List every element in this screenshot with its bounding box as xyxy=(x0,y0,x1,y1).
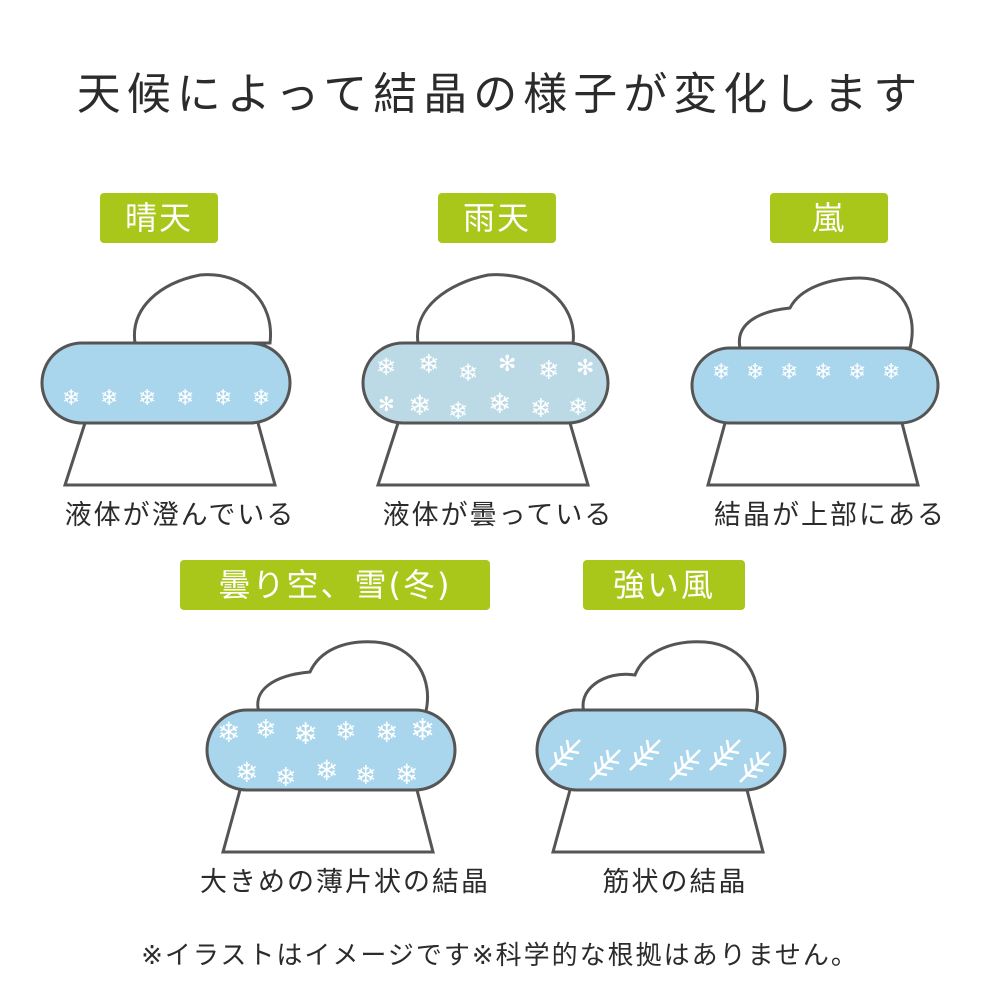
disclaimer-footnote: ※イラストはイメージです※科学的な根拠はありません。 xyxy=(141,941,859,971)
svg-text:❄: ❄ xyxy=(376,353,396,381)
panel-caption: 大きめの薄片状の結晶 xyxy=(200,867,490,898)
panel-sunny: 晴天 ❄ ❄ ❄ ❄ ❄ ❄ 液体が澄んでいる xyxy=(30,193,330,533)
svg-text:❄: ❄ xyxy=(293,717,318,752)
weather-badge-storm: 嵐 xyxy=(770,193,888,243)
storm-glass-illustration: ❄ ❄ ❄ ❄ ❄ ❄ xyxy=(690,276,940,487)
panel-caption: 液体が曇っている xyxy=(382,500,614,531)
weather-badge-sunny: 晴天 xyxy=(100,193,218,243)
storm-glass-illustration xyxy=(535,640,787,854)
svg-text:❄: ❄ xyxy=(255,715,277,745)
svg-text:❄: ❄ xyxy=(746,360,764,385)
storm-glass-illustration: ❄ ❄ ❄ ❄ ❄ ❄ xyxy=(40,273,292,487)
svg-text:❄: ❄ xyxy=(448,397,468,425)
snowflake-icon: ❄ ❄ ❄ ✻ ❄ ✻ ✻ ❄ ❄ ❄ ❄ ❄ xyxy=(376,350,594,425)
svg-text:❄: ❄ xyxy=(62,386,80,411)
storm-glass-illustration: ❄ ❄ ❄ ✻ ❄ ✻ ✻ ❄ ❄ ❄ ❄ ❄ xyxy=(361,273,610,487)
svg-text:❄: ❄ xyxy=(395,758,418,791)
svg-text:❄: ❄ xyxy=(375,716,398,749)
svg-text:✻: ✻ xyxy=(378,392,395,416)
svg-text:❄: ❄ xyxy=(780,360,798,385)
feather-crystal-icon xyxy=(549,739,771,783)
svg-text:❄: ❄ xyxy=(712,360,730,385)
svg-text:❄: ❄ xyxy=(538,356,560,386)
svg-text:❄: ❄ xyxy=(355,761,377,791)
svg-text:❄: ❄ xyxy=(100,386,118,411)
svg-text:❄: ❄ xyxy=(408,389,431,422)
svg-text:❄: ❄ xyxy=(530,394,552,424)
svg-text:❄: ❄ xyxy=(568,393,588,421)
panel-caption: 筋状の結晶 xyxy=(602,867,748,898)
svg-text:❄: ❄ xyxy=(848,360,866,385)
svg-text:❄: ❄ xyxy=(315,754,338,787)
svg-text:❄: ❄ xyxy=(252,386,270,411)
panel-storm: 嵐 ❄ ❄ ❄ ❄ ❄ ❄ 結晶が上部にある xyxy=(680,193,980,533)
svg-text:❄: ❄ xyxy=(418,350,440,380)
snowflake-icon: ❄ ❄ ❄ ❄ ❄ ❄ xyxy=(712,360,900,385)
svg-text:❄: ❄ xyxy=(458,359,478,387)
svg-text:❄: ❄ xyxy=(410,713,435,748)
panel-rainy: 雨天 ❄ ❄ ❄ ✻ ❄ ✻ ✻ ❄ ❄ ❄ ❄ ❄ 液体が曇っている xyxy=(348,193,648,533)
storm-glass-illustration: ❄❄ ❄❄ ❄❄ ❄❄ ❄❄ ❄ xyxy=(205,640,457,854)
weather-badge-strong-wind: 強い風 xyxy=(583,560,745,610)
svg-text:❄: ❄ xyxy=(335,717,357,747)
weather-badge-rainy: 雨天 xyxy=(438,193,556,243)
panel-caption: 液体が澄んでいる xyxy=(64,500,296,531)
snowflake-icon: ❄ ❄ ❄ ❄ ❄ ❄ xyxy=(62,386,270,411)
svg-text:❄: ❄ xyxy=(176,386,194,411)
svg-text:❄: ❄ xyxy=(488,387,511,420)
svg-text:❄: ❄ xyxy=(235,756,258,789)
panel-cloudy-snow: 曇り空、雪(冬) ❄❄ ❄❄ ❄❄ ❄❄ ❄❄ ❄ 大きめの薄片状の結晶 xyxy=(180,560,495,900)
svg-text:✻: ✻ xyxy=(498,352,516,377)
svg-text:❄: ❄ xyxy=(814,360,832,385)
panel-strong-wind: 強い風 筋状の結晶 xyxy=(525,560,825,900)
svg-text:❄: ❄ xyxy=(217,716,240,749)
svg-text:❄: ❄ xyxy=(214,386,232,411)
svg-text:❄: ❄ xyxy=(882,360,900,385)
weather-badge-cloudy-snow: 曇り空、雪(冬) xyxy=(180,560,490,610)
svg-text:❄: ❄ xyxy=(275,763,297,793)
panel-caption: 結晶が上部にある xyxy=(714,500,946,531)
svg-text:✻: ✻ xyxy=(576,356,594,381)
snowflake-icon: ❄❄ ❄❄ ❄❄ ❄❄ ❄❄ ❄ xyxy=(217,713,435,793)
svg-text:❄: ❄ xyxy=(138,386,156,411)
page-title: 天候によって結晶の様子が変化します xyxy=(76,69,924,120)
